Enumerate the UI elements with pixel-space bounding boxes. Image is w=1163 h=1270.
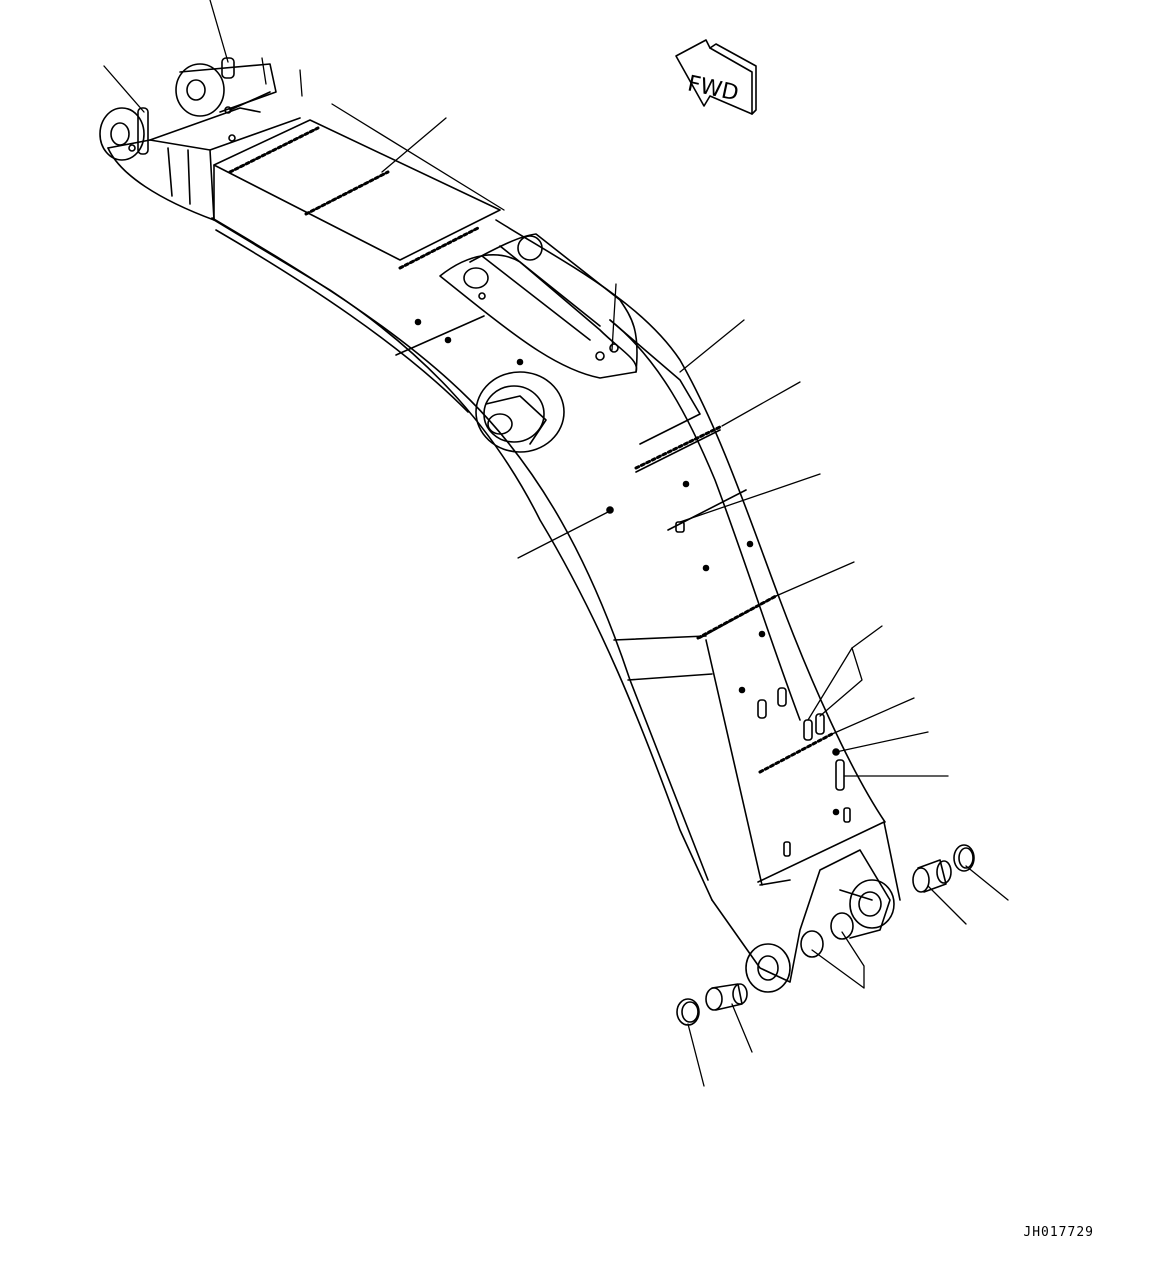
boom-structure (108, 108, 885, 900)
boom-foot-bushing-left (706, 984, 747, 1010)
boom-foot-bushing-right (913, 860, 951, 892)
fwd-direction-arrow: FWD (676, 40, 756, 114)
boom-top-pin-bosses (100, 58, 276, 160)
piping-clamps (230, 128, 832, 772)
leader-lines (104, 0, 1008, 1086)
boom-foot-seal-left (677, 999, 699, 1025)
arm-cylinder-bracket (440, 234, 700, 444)
boom-lower-end (712, 822, 900, 992)
boom-cylinder-bracket-bushings (476, 372, 564, 452)
grease-fittings (416, 320, 840, 815)
boom-foot-seal-mid (801, 913, 853, 957)
fwd-label: FWD (685, 71, 740, 106)
drawing-code: JH017729 (1023, 1225, 1094, 1240)
hose-clamps (676, 522, 850, 856)
boom-foot-seal-right (954, 845, 974, 871)
